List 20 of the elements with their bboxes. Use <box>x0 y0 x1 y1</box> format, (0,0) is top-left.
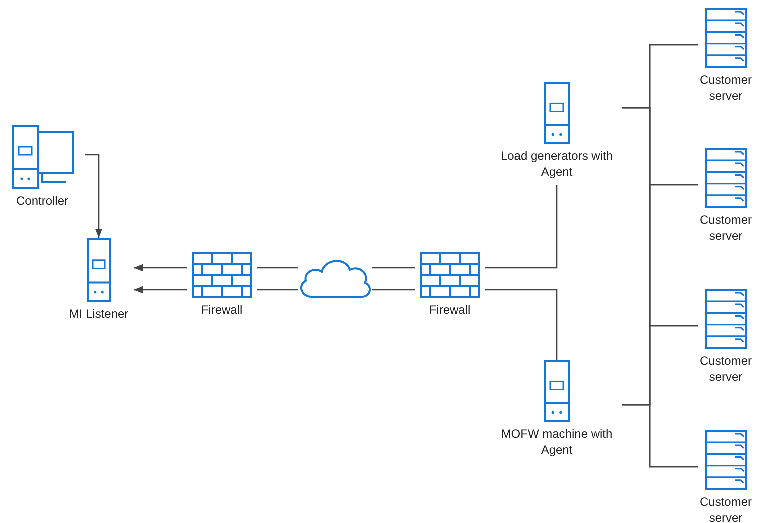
node-label: Customer server <box>698 212 753 244</box>
connector-line <box>485 185 558 269</box>
connector-line <box>485 289 558 360</box>
node-label: Load generators with Agent <box>500 148 614 180</box>
node-label: MI Listener <box>69 306 129 322</box>
node-label: MOFW machine with Agent <box>500 426 614 458</box>
connector-line <box>257 289 298 291</box>
node-label: Customer server <box>698 494 753 523</box>
arrow <box>134 264 187 272</box>
arrow <box>85 154 103 238</box>
connector-line <box>372 267 415 269</box>
node-label: Firewall <box>429 302 471 318</box>
connector-line <box>257 267 298 269</box>
node-label: Controller <box>16 193 69 209</box>
node-label: Customer server <box>698 72 753 104</box>
connector-line <box>372 289 415 291</box>
node-label: Customer server <box>698 353 753 385</box>
connector-line <box>622 404 698 468</box>
node-label: Firewall <box>201 302 243 318</box>
arrow <box>134 286 187 294</box>
